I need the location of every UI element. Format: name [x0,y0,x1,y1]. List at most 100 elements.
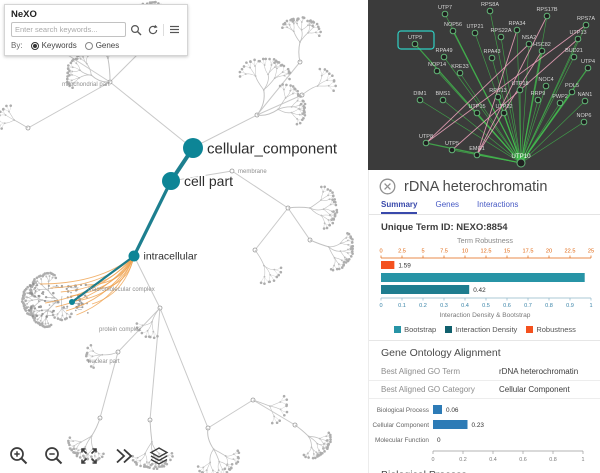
network-node-utp15[interactable]: UTP15 [468,104,486,117]
svg-text:0: 0 [379,249,382,255]
svg-text:22.5: 22.5 [565,249,576,255]
zoom-out-button[interactable] [43,445,65,467]
legend-swatch [394,325,402,333]
svg-text:0: 0 [437,437,441,444]
network-node-nop14[interactable]: NOP14 [428,62,446,75]
tree-node-label: intracellular [144,251,198,263]
tree-node-cell-part[interactable]: cell part [162,171,235,190]
network-node-bud21[interactable]: BUD21 [565,48,583,61]
menu-icon[interactable] [167,23,181,37]
svg-text:20: 20 [546,249,552,255]
gene-label: RPS7A [577,16,595,22]
orange-interaction-edges [39,255,135,316]
gene-label: UTP18 [511,81,528,87]
network-node-utp9[interactable]: UTP9 [397,30,435,50]
app-title: NeXO [11,9,37,20]
fit-to-screen-button[interactable] [78,445,100,467]
gene-label: RPS22A [490,28,511,34]
network-node-pol5[interactable]: POL5 [565,83,579,96]
network-node-rps7a[interactable]: RPS7A [577,16,595,29]
radio-keywords[interactable]: Keywords [30,41,77,50]
radio-keywords-label: Keywords [41,41,77,50]
tab-summary[interactable]: Summary [381,200,418,214]
search-input[interactable] [11,22,126,37]
legend-item-bootstrap: Bootstrap [394,325,436,334]
svg-text:0.06: 0.06 [446,407,459,414]
gene-label: UTP9 [408,35,422,41]
svg-text:7.5: 7.5 [440,249,448,255]
network-node-utp18[interactable]: UTP18 [511,81,529,94]
tab-genes[interactable]: Genes [435,200,460,209]
zoom-out-icon [45,447,63,465]
network-node-dim1[interactable]: DIM1 [413,91,427,104]
gene-label: RRP9 [531,91,546,97]
gene-label: HSC82 [533,42,551,48]
network-node-emg1[interactable]: EMG1 [469,146,485,159]
network-node-utp5[interactable]: UTP5 [445,141,459,154]
close-button[interactable] [379,178,396,195]
tree-term-label: nuclear part [88,359,120,365]
gene-label: NOP6 [577,113,592,119]
divider [369,340,600,341]
reset-icon[interactable] [146,23,160,37]
network-node-rps17b[interactable]: RPS17B [536,7,558,20]
go-category-label: Biological Process [377,407,429,414]
search-icon[interactable] [129,23,143,37]
network-node-rpa49[interactable]: RPA49 [435,48,453,61]
svg-text:1: 1 [589,303,592,309]
network-node-pwp2[interactable]: PWP2 [552,94,568,107]
network-node-nsa2[interactable]: NSA2 [522,35,536,48]
gene-label: RPS17B [536,7,557,13]
bar-bootstrap [381,273,585,282]
network-node-rps13[interactable]: RPS13 [489,88,507,101]
detail-tabs: Summary Genes Interactions [369,197,600,215]
network-node-utp8[interactable]: UTP8 [419,134,433,147]
network-node-utp13[interactable]: UTP13 [569,30,587,43]
network-node-rpa43[interactable]: RPA43 [483,49,501,62]
gene-label: UTP10 [511,153,531,160]
expand-tree-button[interactable] [113,445,135,467]
svg-text:1: 1 [582,457,585,463]
bar-interaction-density [381,285,470,294]
network-canvas[interactable]: UTP9 UTP7 RPS8A RPS17B RPS7A NOP56 UTP21 RPS22A… [368,0,600,170]
tree-node-intracellular[interactable]: intracellular [128,249,199,264]
network-node-bms1[interactable]: BMS1 [436,91,451,104]
network-node-rps8a[interactable]: RPS8A [481,2,499,15]
network-node-utp10[interactable]: UTP10 [511,153,531,168]
svg-text:0.8: 0.8 [545,303,553,309]
network-node-nan1[interactable]: NAN1 [578,92,593,105]
layers-button[interactable] [148,445,170,467]
gene-label: UTP4 [581,59,595,65]
tree-node-cluster[interactable] [69,299,75,305]
network-node-rrp9[interactable]: RRP9 [531,91,546,104]
svg-text:0.2: 0.2 [419,303,427,309]
gene-label: NOP14 [428,62,446,68]
network-node-utp21[interactable]: UTP21 [466,24,484,37]
radio-genes[interactable]: Genes [84,41,119,50]
double-chevron-icon [116,448,133,464]
network-node-noc4[interactable]: NOC4 [538,77,554,90]
network-node-utp7[interactable]: UTP7 [438,5,452,18]
tab-interactions[interactable]: Interactions [477,200,519,209]
network-node-kre33[interactable]: KRE33 [451,64,469,77]
gene-label: DIM1 [413,91,426,97]
network-node-utp22[interactable]: UTP22 [495,104,513,117]
tree-node-cellular-component[interactable]: cellular_component [183,138,339,159]
network-node-nop6[interactable]: NOP6 [577,113,592,126]
legend-swatch [445,325,453,333]
network-node-rpa34[interactable]: RPA34 [508,21,526,34]
gene-label: UTP15 [468,104,485,110]
svg-text:17.5: 17.5 [523,249,534,255]
divider [163,23,164,36]
network-node-utp4[interactable]: UTP4 [581,59,595,72]
network-node-nop56[interactable]: NOP56 [444,22,462,35]
gene-label: NOC4 [538,77,553,83]
network-node-hsc82[interactable]: HSC82 [533,42,551,55]
gene-label: BMS1 [436,91,451,97]
network-node-rps22a[interactable]: RPS22A [490,28,512,41]
gene-label: RPS13 [489,88,506,94]
zoom-in-button[interactable] [8,445,30,467]
